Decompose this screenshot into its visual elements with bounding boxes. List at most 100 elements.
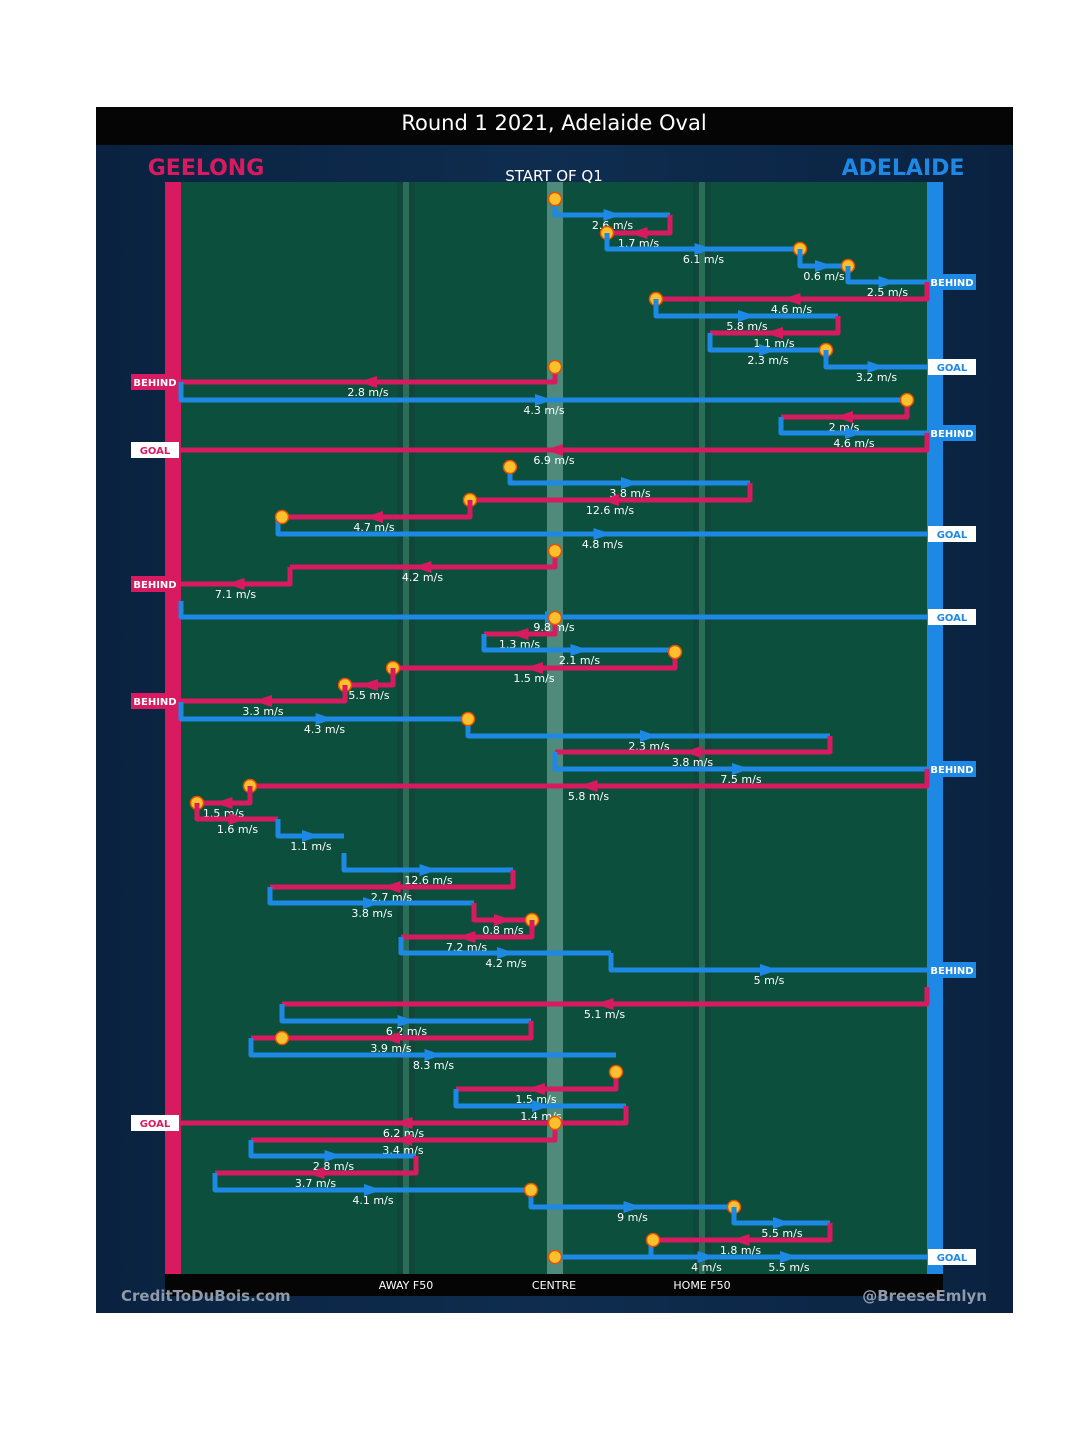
direction-arrow [324, 1150, 343, 1162]
speed-label: 1.5 m/s [515, 1093, 556, 1106]
speed-label: 5.5 m/s [768, 1261, 809, 1274]
chain-segment [398, 937, 611, 956]
chart-title: Round 1 2021, Adelaide Oval [401, 111, 706, 135]
chain-segment [181, 567, 293, 587]
chain-segment [710, 316, 841, 336]
speed-label: 5.5 m/s [348, 689, 389, 702]
speed-label: 7.1 m/s [215, 588, 256, 601]
direction-arrow [623, 1201, 642, 1213]
result-label: BEHIND [133, 697, 176, 708]
chain-segment [731, 1207, 830, 1226]
direction-arrow [595, 998, 614, 1010]
chain-segment [656, 282, 930, 302]
direction-arrow [697, 1251, 716, 1263]
chain-segment [178, 382, 907, 403]
stoppage-marker [547, 1115, 563, 1131]
direction-arrow [494, 914, 512, 926]
speed-label: 3.7 m/s [295, 1177, 336, 1190]
chain-segment [555, 736, 833, 755]
result-tag [928, 425, 976, 441]
chain-segment [653, 299, 838, 319]
speed-label: 4.6 m/s [771, 303, 812, 316]
direction-arrow [845, 427, 863, 439]
title-band [96, 107, 1013, 145]
chain-segment [251, 1021, 534, 1041]
result-tag [131, 1115, 179, 1131]
centre-label: CENTRE [532, 1279, 576, 1292]
away-f50-stripe [403, 182, 409, 1274]
chain-segment [552, 752, 927, 772]
chain-segment [181, 685, 348, 704]
direction-arrow [359, 376, 377, 388]
chain-segment [778, 417, 927, 436]
chain-segment [282, 987, 930, 1007]
direction-arrow [364, 1184, 382, 1196]
direction-arrow [306, 1167, 325, 1179]
result-tag [131, 442, 179, 458]
result-label: BEHIND [930, 765, 973, 776]
direction-arrow [457, 931, 476, 943]
result-label: BEHIND [133, 378, 176, 389]
speed-label: 4.2 m/s [402, 571, 443, 584]
speed-label: 3.9 m/s [370, 1042, 411, 1055]
chain-segment [215, 1156, 419, 1176]
chain-segment [181, 1106, 629, 1126]
speed-label: 1.5 m/s [513, 672, 554, 685]
speed-label: 3.2 m/s [856, 371, 897, 384]
period-label: START OF Q1 [505, 167, 603, 185]
stoppage-marker [523, 1182, 539, 1198]
direction-arrow [867, 361, 886, 373]
adelaide-goal-bar [927, 182, 943, 1274]
direction-arrow [815, 260, 833, 272]
direction-arrow [228, 813, 247, 825]
result-tag [928, 1249, 976, 1265]
chain-segment [341, 853, 513, 873]
speed-label: 5 m/s [754, 974, 785, 987]
chain-segment [267, 887, 474, 906]
direction-arrow [835, 411, 853, 423]
direction-arrow [315, 713, 334, 725]
direction-arrow [738, 310, 756, 322]
chain-segment [845, 266, 927, 285]
direction-arrow [413, 561, 432, 573]
chain-segment [178, 601, 927, 620]
result-tag [131, 576, 179, 592]
direction-arrow [382, 1032, 400, 1044]
result-label: GOAL [937, 530, 968, 541]
direction-arrow [532, 1100, 550, 1112]
speed-label: 3.8 m/s [672, 756, 713, 769]
direction-arrow [365, 511, 383, 523]
chain-segment [248, 1038, 616, 1058]
chain-segment [608, 953, 927, 973]
direction-arrow [525, 662, 543, 674]
stoppage-marker [667, 644, 683, 660]
direction-arrow [497, 947, 515, 959]
left-team-label: GEELONG [148, 156, 265, 181]
direction-arrow [765, 327, 783, 339]
direction-arrow [226, 578, 245, 590]
result-label: BEHIND [930, 429, 973, 440]
stoppage-marker [547, 1249, 563, 1265]
stoppage-marker [547, 543, 563, 559]
result-label: GOAL [140, 446, 171, 457]
direction-arrow [570, 644, 589, 656]
stoppage-marker [460, 711, 476, 727]
speed-label: 5.8 m/s [568, 790, 609, 803]
speed-label: 3.8 m/s [609, 487, 650, 500]
chain-segment [212, 1173, 531, 1193]
chain-segment [181, 433, 930, 453]
direction-arrow [878, 276, 897, 288]
chain-segment [248, 1140, 416, 1159]
result-tag [928, 526, 976, 542]
stoppage-marker [547, 359, 563, 375]
chain-segment [823, 350, 927, 370]
speed-label: 2.8 m/s [347, 386, 388, 399]
chain-segment [471, 903, 532, 923]
direction-arrow [527, 1083, 545, 1095]
speed-label: 0.8 m/s [482, 924, 523, 937]
result-label: BEHIND [133, 580, 176, 591]
direction-arrow [545, 444, 563, 456]
direction-arrow [759, 344, 777, 356]
speed-label: 4 m/s [691, 1261, 722, 1274]
